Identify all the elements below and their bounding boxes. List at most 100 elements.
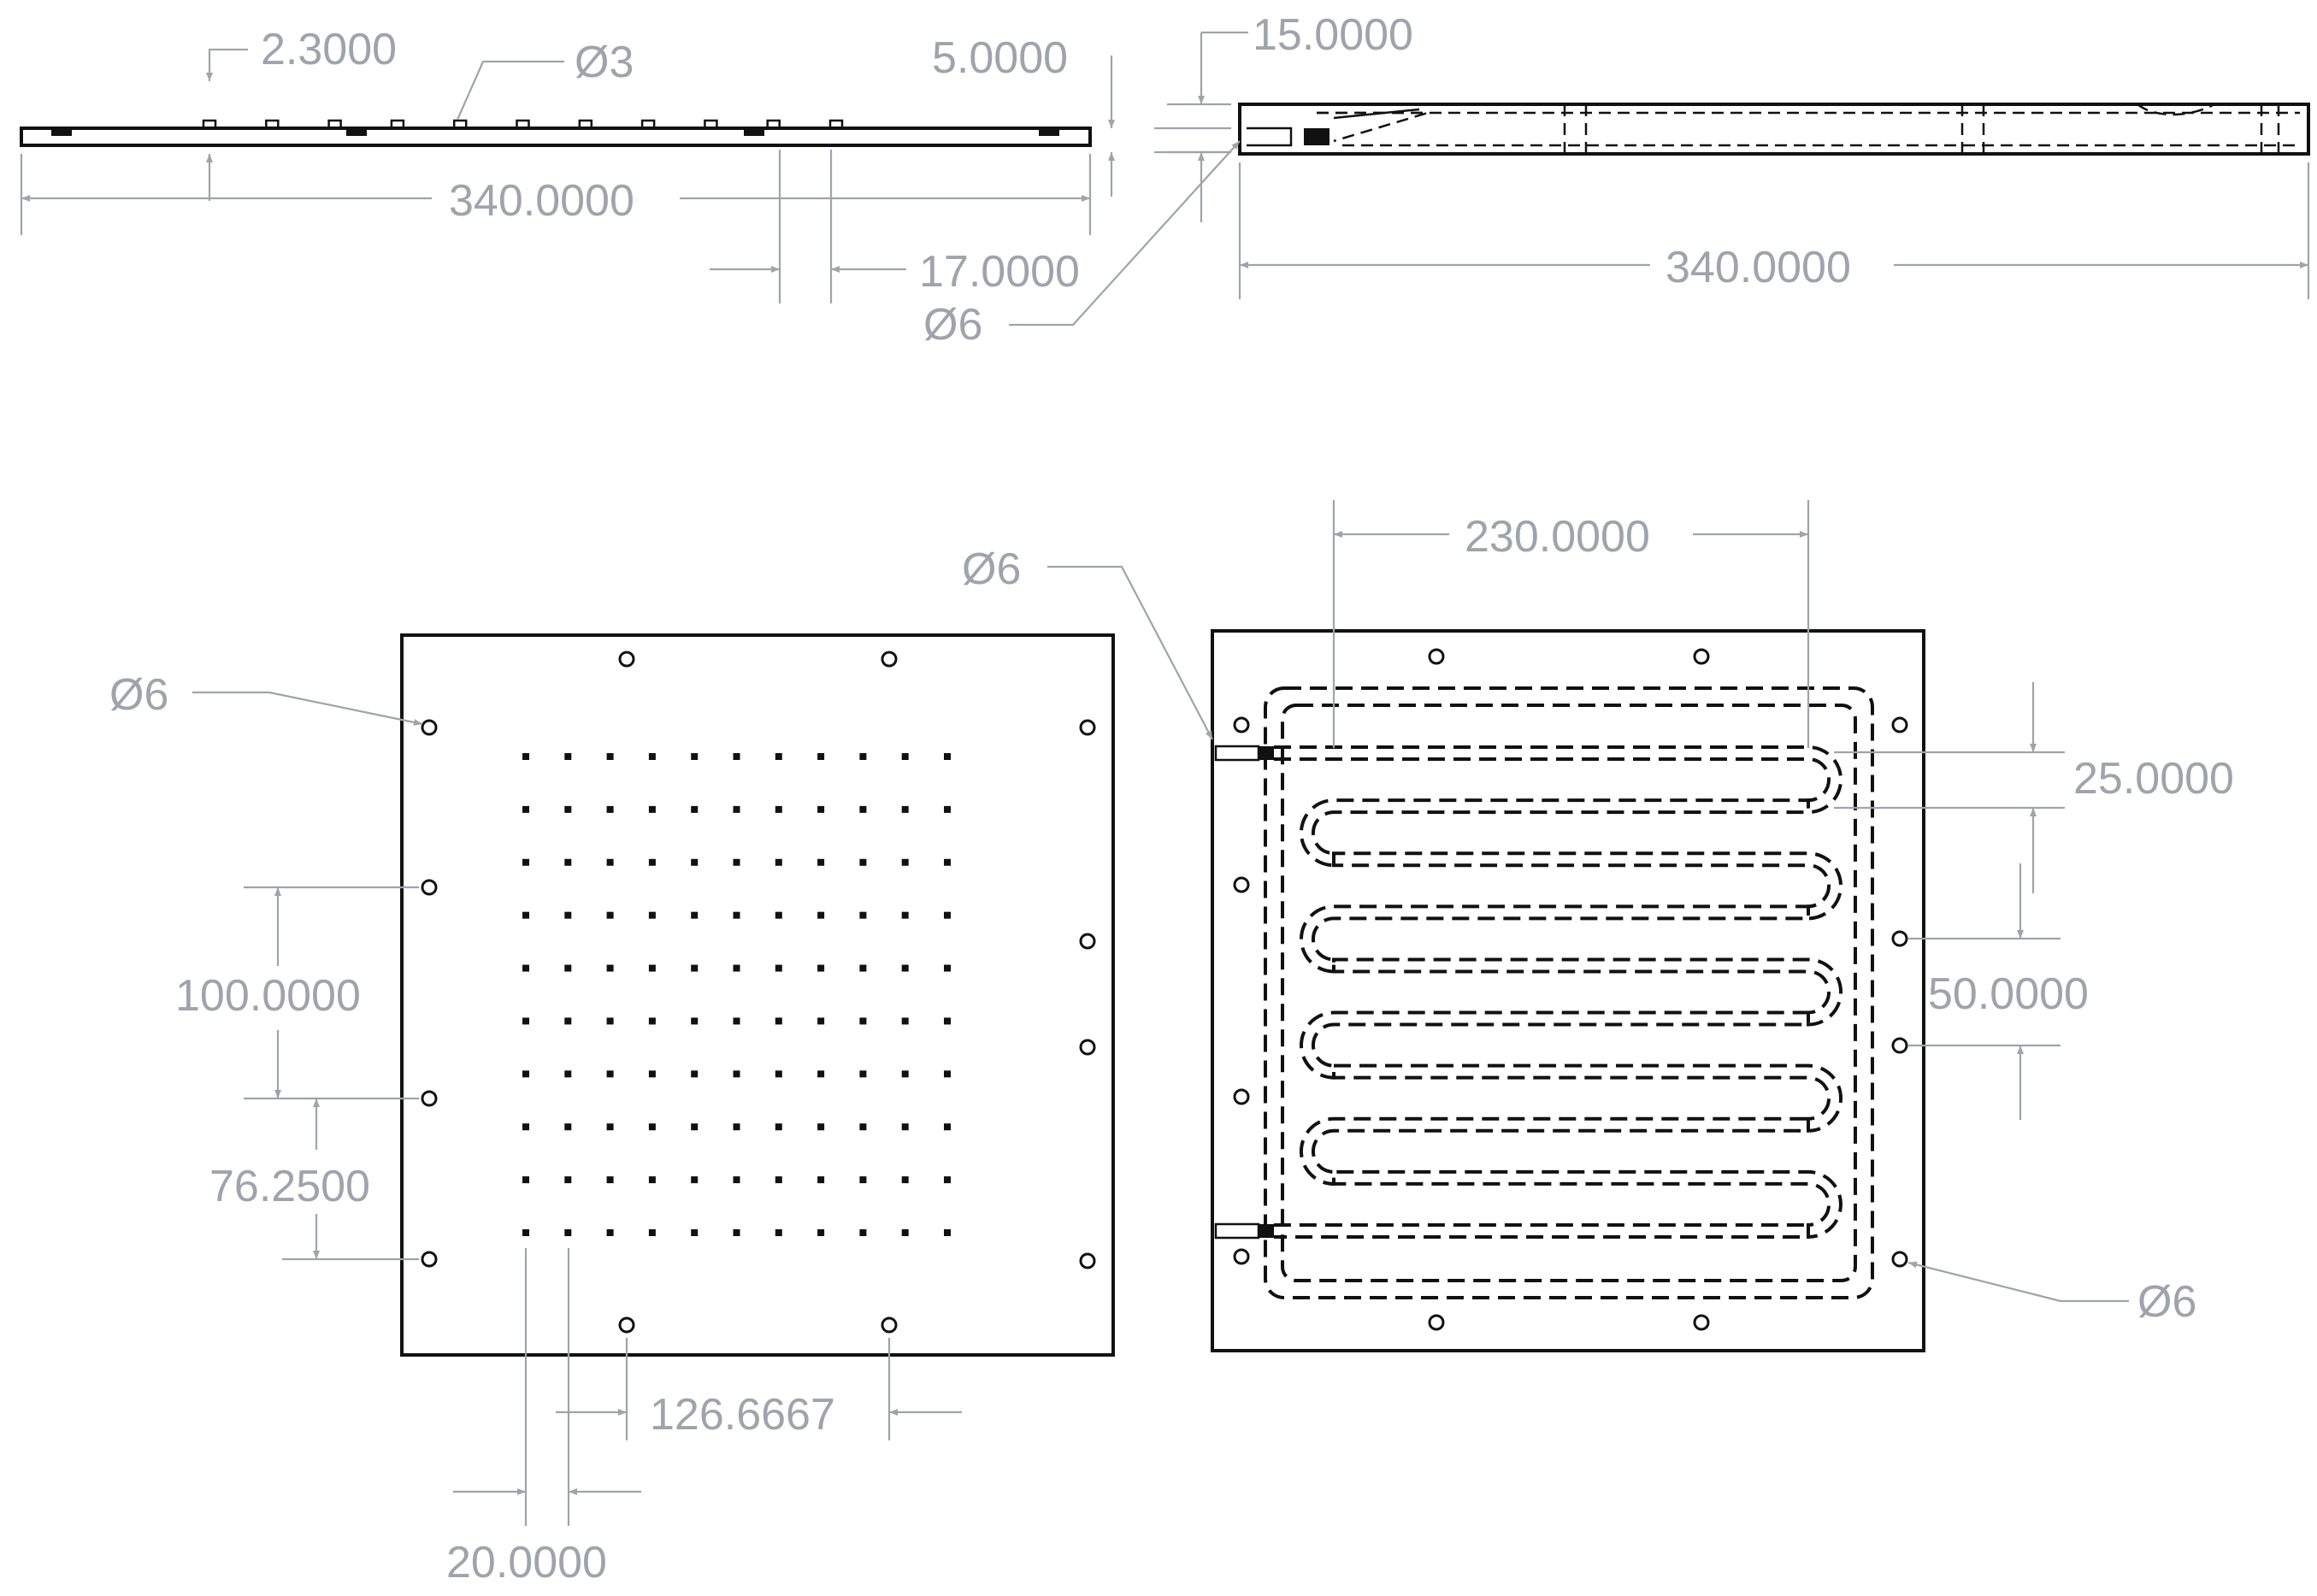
pin-profile (202, 119, 217, 130)
dim-pin-pitch: 20.0000 (446, 1248, 641, 1587)
pin (648, 1123, 656, 1131)
pin (691, 1176, 699, 1184)
dim-hole-spacing: 50.0000 (1908, 863, 2089, 1120)
dim-edge-offset: 76.2500 (209, 1098, 419, 1261)
pin (775, 964, 782, 972)
pin (522, 1123, 529, 1131)
dim-inlet-offset: 15.0000 (1167, 10, 1413, 222)
pin (901, 1017, 909, 1025)
pin (606, 753, 614, 760)
dim-hole-spacing: 100.0000 (175, 886, 419, 1100)
pin (522, 964, 529, 972)
top-view-right: 230.0000 Ø6 25.0000 50.0000 Ø6 (962, 500, 2234, 1352)
pin (733, 805, 740, 813)
pin (564, 1017, 572, 1025)
dim-slot-height: 2.3000 (206, 25, 397, 201)
pin (564, 1176, 572, 1184)
dim-text-pin-diameter: Ø3 (575, 38, 634, 87)
pin (733, 753, 740, 760)
pin (733, 1070, 740, 1078)
pin (522, 805, 529, 813)
pin (901, 1123, 909, 1131)
dim-hole-diameter: Ø6 (109, 670, 423, 726)
dim-text-channel-length: 230.0000 (1465, 512, 1650, 562)
pin-profile (766, 119, 781, 130)
dim-pin-diameter: Ø3 (456, 38, 634, 121)
pin (691, 753, 699, 760)
pin (691, 858, 699, 866)
pin (817, 911, 825, 919)
pin (817, 805, 825, 813)
pin (859, 805, 867, 813)
pin-profile (828, 119, 844, 130)
pin (817, 964, 825, 972)
dim-pitch: 17.0000 (710, 150, 1080, 303)
pin (691, 1123, 699, 1131)
pin (901, 1070, 909, 1078)
pin (901, 805, 909, 813)
pin (859, 858, 867, 866)
dim-channel-pitch: 25.0000 (1834, 682, 2234, 893)
pin-profile (452, 119, 468, 130)
pin (648, 805, 656, 813)
pin (606, 964, 614, 972)
dim-text-pitch: 17.0000 (919, 247, 1080, 297)
pin (817, 1229, 825, 1236)
pin (691, 805, 699, 813)
pin (522, 1017, 529, 1025)
pin (733, 911, 740, 919)
pin (944, 1123, 951, 1131)
pin (564, 1229, 572, 1236)
pin (648, 1176, 656, 1184)
pin (606, 1070, 614, 1078)
top-view-left: Ø6 100.0000 76.2500 126.6667 (109, 633, 1115, 1587)
pin (901, 911, 909, 919)
dim-text-inlet-offset: 15.0000 (1253, 10, 1413, 60)
coolant-channel (1214, 686, 1874, 1299)
pin (733, 964, 740, 972)
pin (733, 1017, 740, 1025)
pin (944, 753, 951, 760)
pin (522, 753, 529, 760)
pin (944, 1017, 951, 1025)
pin (691, 964, 699, 972)
pin (691, 1017, 699, 1025)
pin (901, 753, 909, 760)
pin-profile (265, 119, 280, 130)
pin (733, 1123, 740, 1131)
pin (691, 911, 699, 919)
pin-profile (516, 119, 530, 130)
pin (564, 805, 572, 813)
pin (691, 1070, 699, 1078)
pin (817, 753, 825, 760)
pin (859, 1017, 867, 1025)
pin (859, 1123, 867, 1131)
dim-port-diameter: Ø6 (962, 545, 1213, 740)
plate-outline (20, 127, 1092, 147)
dim-thickness: 5.0000 (932, 33, 1231, 197)
dim-text-hole-pitch: 126.6667 (650, 1390, 835, 1440)
pin (606, 805, 614, 813)
pin (606, 1017, 614, 1025)
dim-text-port-diameter: Ø6 (962, 545, 1021, 594)
dim-port-diameter: Ø6 (923, 140, 1241, 350)
pin (522, 1229, 529, 1236)
pin (817, 1070, 825, 1078)
pin (817, 858, 825, 866)
pin (648, 1070, 656, 1078)
pin (859, 911, 867, 919)
plate-outline (1211, 629, 1925, 1352)
pin (901, 1176, 909, 1184)
pin (944, 858, 951, 866)
pin (859, 1070, 867, 1078)
pin (733, 1229, 740, 1236)
pin (522, 1070, 529, 1078)
pin-grid (522, 753, 951, 1236)
pin (901, 964, 909, 972)
dim-text-channel-pitch: 25.0000 (2073, 754, 2234, 804)
pin (733, 858, 740, 866)
pin (944, 911, 951, 919)
pin (775, 1070, 782, 1078)
pin (648, 1229, 656, 1236)
dim-text-length: 340.0000 (449, 176, 634, 226)
